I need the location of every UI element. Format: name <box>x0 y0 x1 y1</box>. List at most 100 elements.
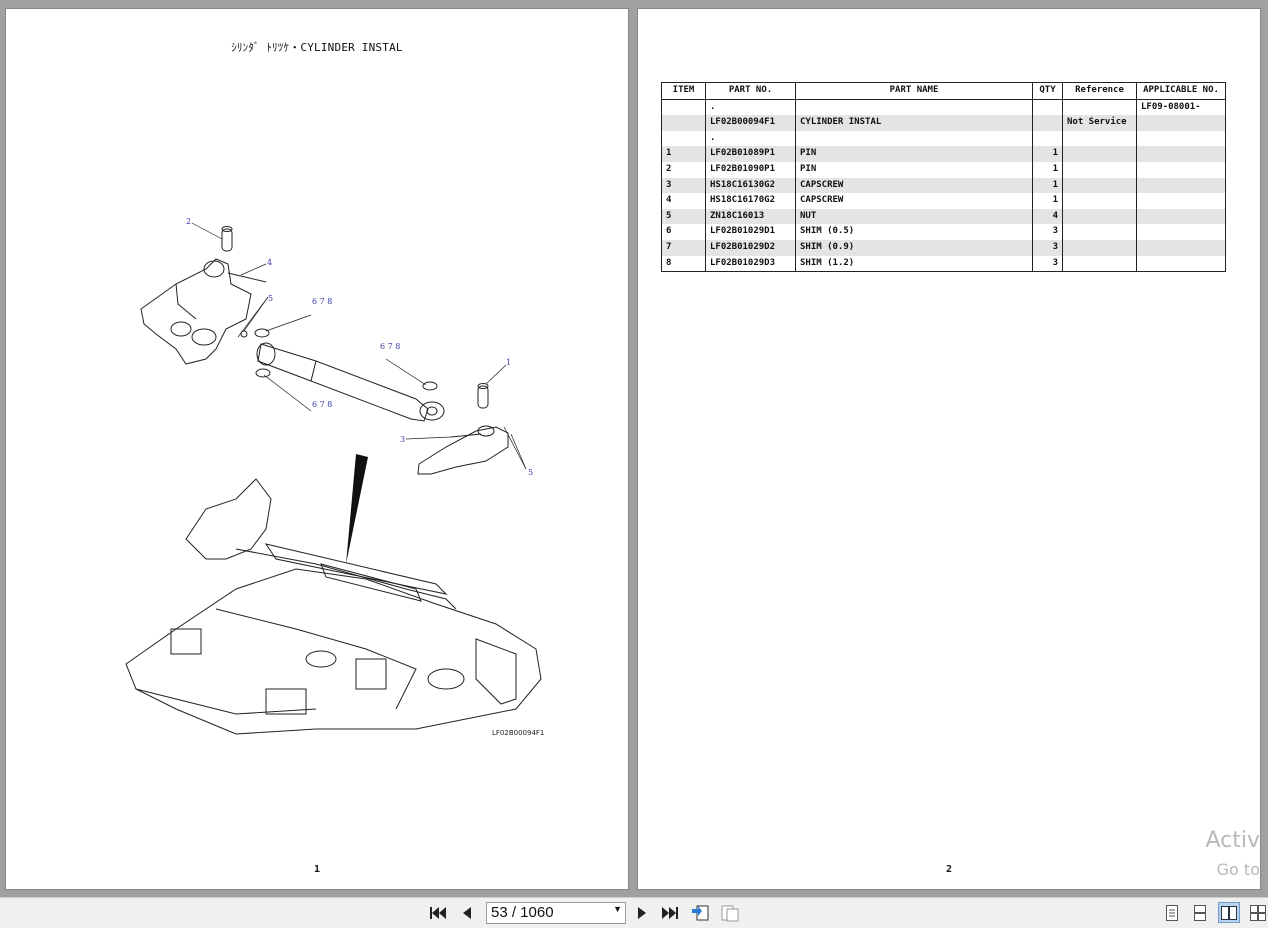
cell-part-no: LF02B01029D1 <box>705 224 796 240</box>
chevron-down-icon[interactable]: ▼ <box>613 904 622 914</box>
cell-item: 4 <box>661 193 706 209</box>
cell-qty: 4 <box>1032 208 1063 225</box>
cell-applicable-no <box>1136 177 1226 194</box>
cell-part-no: . <box>705 130 796 147</box>
cell-item: 2 <box>661 161 706 178</box>
callout-label: 6 7 8 <box>312 400 332 409</box>
cell-part-name <box>795 130 1033 147</box>
activation-watermark: Activ <box>1205 828 1260 853</box>
column-header: APPLICABLE NO. <box>1136 82 1226 100</box>
cell-qty: 1 <box>1032 146 1063 162</box>
cell-qty <box>1032 130 1063 147</box>
cell-reference <box>1062 177 1137 194</box>
cell-reference: Not Service <box>1062 115 1137 131</box>
table-header-row: ITEM PART NO. PART NAME QTY Reference AP… <box>661 82 1226 100</box>
cell-reference <box>1062 130 1137 147</box>
cell-qty: 1 <box>1032 177 1063 194</box>
table-row: . <box>661 130 1226 147</box>
cell-item: 7 <box>661 239 706 256</box>
callout-label: 4 <box>267 258 272 267</box>
cell-part-name <box>795 99 1033 116</box>
page-indicator: 53 / 1060 <box>491 904 554 921</box>
page-number: 1 <box>313 864 321 875</box>
cell-reference <box>1062 193 1137 209</box>
cell-item: 8 <box>661 255 706 273</box>
cell-item <box>661 99 706 116</box>
facing-view-icon[interactable] <box>1218 902 1240 923</box>
cell-reference <box>1062 224 1137 240</box>
cell-qty: 1 <box>1032 161 1063 178</box>
cell-reference <box>1062 255 1137 273</box>
cell-applicable-no: LF09-08001- <box>1136 99 1226 116</box>
cell-part-no: ZN18C16013 <box>705 208 796 225</box>
previous-view-icon[interactable] <box>690 903 710 923</box>
column-header: PART NAME <box>795 82 1033 100</box>
callout-label: 5 <box>268 294 273 303</box>
callout-label: 6 7 8 <box>312 297 332 306</box>
callout-label: 3 <box>400 435 405 444</box>
cell-part-name: SHIM (0.5) <box>795 224 1033 240</box>
cell-applicable-no <box>1136 208 1226 225</box>
cell-reference <box>1062 239 1137 256</box>
callout-label: 5 <box>528 468 533 477</box>
cell-qty: 1 <box>1032 193 1063 209</box>
cell-applicable-no <box>1136 146 1226 162</box>
column-header: PART NO. <box>705 82 796 100</box>
cell-qty: 3 <box>1032 255 1063 273</box>
cell-item: 6 <box>661 224 706 240</box>
page-title: ｼﾘﾝﾀﾞ ﾄﾘﾂｹ・CYLINDER INSTAL <box>231 41 403 54</box>
cell-item <box>661 130 706 147</box>
cell-applicable-no <box>1136 255 1226 273</box>
continuous-view-icon[interactable] <box>1189 902 1211 923</box>
cell-part-no: LF02B01029D2 <box>705 239 796 256</box>
callout-label: 6 7 8 <box>380 342 400 351</box>
cell-part-name: PIN <box>795 146 1033 162</box>
cell-qty: 3 <box>1032 239 1063 256</box>
cell-part-no: HS18C16130G2 <box>705 177 796 194</box>
table-row: . LF09-08001- <box>661 99 1226 116</box>
cell-applicable-no <box>1136 224 1226 240</box>
next-view-icon[interactable] <box>720 903 740 923</box>
cell-item: 1 <box>661 146 706 162</box>
cell-part-name: NUT <box>795 208 1033 225</box>
cell-part-name: CAPSCREW <box>795 177 1033 194</box>
callout-label: 1 <box>506 358 511 367</box>
page-number: 2 <box>945 864 953 875</box>
prev-page-icon[interactable] <box>457 903 477 923</box>
parts-table: ITEM PART NO. PART NAME QTY Reference AP… <box>661 82 1226 273</box>
figure-id: LF02B00094F1 <box>492 729 545 737</box>
cylinder-install-drawing: 2 4 5 6 7 8 6 7 8 6 7 8 1 3 5 <box>125 217 542 735</box>
cell-part-no: . <box>705 99 796 116</box>
cell-item: 3 <box>661 177 706 194</box>
document-page-right: ITEM PART NO. PART NAME QTY Reference AP… <box>637 8 1261 890</box>
cell-applicable-no <box>1136 115 1226 131</box>
cell-reference <box>1062 146 1137 162</box>
cell-qty <box>1032 115 1063 131</box>
cell-applicable-no <box>1136 161 1226 178</box>
column-header: Reference <box>1062 82 1137 100</box>
continuous-facing-view-icon[interactable] <box>1247 902 1268 923</box>
cell-applicable-no <box>1136 130 1226 147</box>
cell-qty: 3 <box>1032 224 1063 240</box>
callout-label: 2 <box>186 217 191 226</box>
cell-reference <box>1062 161 1137 178</box>
last-page-icon[interactable] <box>660 903 680 923</box>
cell-item: 5 <box>661 208 706 225</box>
cell-part-no: LF02B01090P1 <box>705 161 796 178</box>
next-page-icon[interactable] <box>632 903 652 923</box>
cell-part-name: CAPSCREW <box>795 193 1033 209</box>
cell-reference <box>1062 208 1137 225</box>
cell-part-no: LF02B01029D3 <box>705 255 796 273</box>
page-number-field[interactable]: 53 / 1060 ▼ <box>486 902 626 924</box>
cell-part-name: SHIM (0.9) <box>795 239 1033 256</box>
viewer-toolbar: 53 / 1060 ▼ <box>0 897 1268 928</box>
first-page-icon[interactable] <box>428 903 448 923</box>
single-page-view-icon[interactable] <box>1161 902 1183 923</box>
